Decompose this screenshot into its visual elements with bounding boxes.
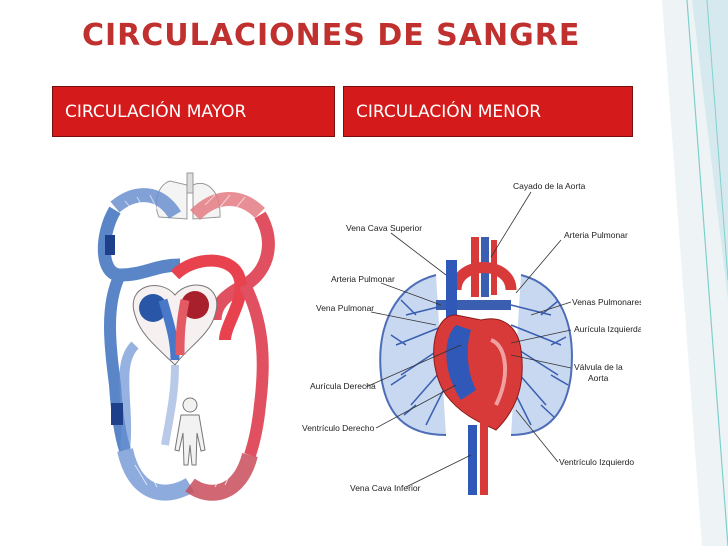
aorta-descending-shape — [480, 420, 488, 495]
heart-icon — [433, 314, 523, 431]
callout-ventriculo-izquierdo: Ventrículo Izquierdo — [559, 457, 634, 467]
heart-icon — [132, 284, 218, 366]
callout-venas-pulmonares: Venas Pulmonares — [572, 297, 641, 307]
label-circulacion-mayor-text: CIRCULACIÓN MAYOR — [65, 101, 247, 122]
decorative-stripes — [662, 0, 728, 546]
human-figure-icon — [174, 397, 206, 466]
callout-ventriculo-derecho: Ventrículo Derecho — [302, 423, 375, 433]
callout-auricula-derecha: Aurícula Derecha — [310, 381, 376, 391]
callout-arteria-pulmonar-right: Arteria Pulmonar — [564, 230, 628, 240]
diagram-circulacion-menor: Cayado de la Aorta Vena Cava Superior Ar… — [296, 165, 641, 532]
label-circulacion-menor: CIRCULACIÓN MENOR — [343, 86, 633, 137]
page-title: CIRCULACIONES DE SANGRE — [82, 18, 581, 53]
callout-vena-cava-superior: Vena Cava Superior — [346, 223, 422, 233]
callout-valvula-de-la: Válvula de la — [574, 362, 623, 372]
callout-arteria-pulmonar-left: Arteria Pulmonar — [331, 274, 395, 284]
diagram-circulacion-mayor — [75, 165, 307, 532]
great-vessels-icon — [436, 237, 517, 320]
callout-aorta: Aorta — [588, 373, 609, 383]
lung-vessels-icon — [379, 274, 573, 436]
callout-auricula-izquierda: Aurícula Izquierda — [574, 324, 641, 334]
callout-cayado-aorta: Cayado de la Aorta — [513, 181, 586, 191]
label-circulacion-mayor: CIRCULACIÓN MAYOR — [52, 86, 335, 137]
callout-vena-cava-inferior: Vena Cava Inferior — [350, 483, 421, 493]
label-circulacion-menor-text: CIRCULACIÓN MENOR — [356, 101, 542, 122]
pulmonary-circulation-illustration: Cayado de la Aorta Vena Cava Superior Ar… — [302, 181, 641, 495]
callout-vena-pulmonar: Vena Pulmonar — [316, 303, 374, 313]
vena-cava-inferior-shape — [468, 425, 477, 495]
systemic-circulation-illustration — [97, 172, 275, 501]
